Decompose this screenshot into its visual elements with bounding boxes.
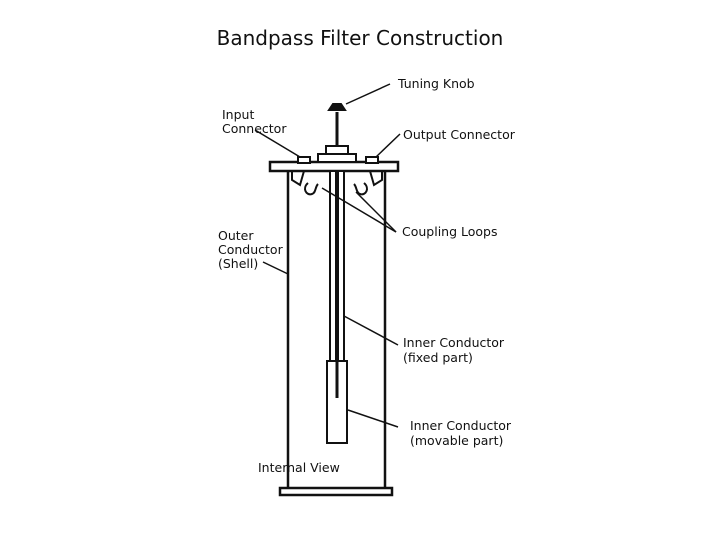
coupling-loops — [304, 182, 368, 196]
inner-conductor-fixed — [329, 170, 345, 362]
label-internal-view: Internal View — [258, 460, 340, 475]
inner-conductor-movable — [326, 360, 348, 444]
label-inner-fixed-line2: (fixed part) — [403, 350, 473, 365]
label-outer-conductor-line3: (Shell) — [218, 256, 258, 271]
label-inner-movable-line1: Inner Conductor — [410, 418, 512, 433]
leader-lines — [254, 83, 401, 428]
label-output-connector: Output Connector — [403, 127, 516, 142]
label-input-connector-line1: Input — [222, 107, 254, 122]
label-inner-fixed-line1: Inner Conductor — [403, 335, 505, 350]
diagram-title: Bandpass Filter Construction — [216, 26, 504, 50]
label-input-connector-line2: Connector — [222, 121, 287, 136]
label-coupling-loops: Coupling Loops — [402, 224, 498, 239]
output-connector — [365, 156, 379, 164]
input-connector — [297, 156, 311, 164]
label-tuning-knob: Tuning Knob — [397, 76, 475, 91]
label-outer-conductor-line2: Conductor — [218, 242, 284, 257]
label-outer-conductor-line1: Outer — [218, 228, 254, 243]
label-inner-movable-line2: (movable part) — [410, 433, 503, 448]
tuning-knob — [317, 103, 357, 163]
